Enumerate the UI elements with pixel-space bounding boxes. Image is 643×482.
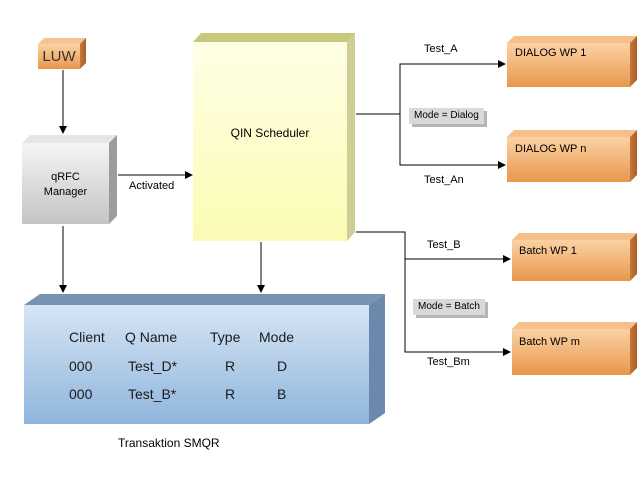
qrfc-label-line1: qRFC xyxy=(51,171,80,183)
scheduler-label: QIN Scheduler xyxy=(230,126,310,140)
dialog-wp-n-label: DIALOG WP n xyxy=(515,143,587,155)
table-row-1-client: 000 xyxy=(69,358,93,374)
col-header-client: Client xyxy=(69,329,105,345)
qin-scheduler-node xyxy=(193,33,355,241)
col-header-mode: Mode xyxy=(259,329,295,345)
mode-dialog-tag: Mode = Dialog xyxy=(409,108,484,124)
test-bm-label: Test_Bm xyxy=(427,356,470,368)
smqr-table-node xyxy=(24,294,385,424)
batch-wp-1-node xyxy=(512,233,637,281)
table-caption: Transaktion SMQR xyxy=(118,436,220,450)
batch-wp-m-node xyxy=(512,322,637,375)
table-row-1-qname: Test_D* xyxy=(128,358,178,374)
table-row-2-type: R xyxy=(225,386,236,402)
dialog-wp-n-node xyxy=(507,130,637,182)
batch-wp-1-label: Batch WP 1 xyxy=(519,245,577,257)
dialog-wp-1-node xyxy=(507,36,637,87)
dialog-wp-1-label: DIALOG WP 1 xyxy=(515,47,587,59)
qrfc-manager-node xyxy=(22,135,117,224)
luw-node xyxy=(38,38,86,69)
table-row-2-qname: Test_B* xyxy=(128,386,177,402)
edge-to-dialog-n xyxy=(399,114,506,169)
test-an-label: Test_An xyxy=(424,174,464,186)
table-row-2-mode: B xyxy=(277,386,287,402)
edge-to-batch-m xyxy=(404,259,511,356)
table-row-1-type: R xyxy=(225,358,236,374)
table-row-2-client: 000 xyxy=(69,386,93,402)
qrfc-label-line2: Manager xyxy=(43,186,88,198)
edge-to-batch-1 xyxy=(356,231,511,263)
batch-wp-m-label: Batch WP m xyxy=(519,336,580,348)
luw-label: LUW xyxy=(42,48,76,65)
mode-batch-tag: Mode = Batch xyxy=(413,299,485,315)
edge-to-dialog-1 xyxy=(356,60,506,115)
col-header-type: Type xyxy=(210,329,241,345)
test-a-label: Test_A xyxy=(424,43,458,55)
connectors xyxy=(59,60,511,356)
col-header-qname: Q Name xyxy=(125,329,178,345)
test-b-label: Test_B xyxy=(427,239,461,251)
activated-label: Activated xyxy=(129,180,175,192)
table-row-1-mode: D xyxy=(277,358,288,374)
